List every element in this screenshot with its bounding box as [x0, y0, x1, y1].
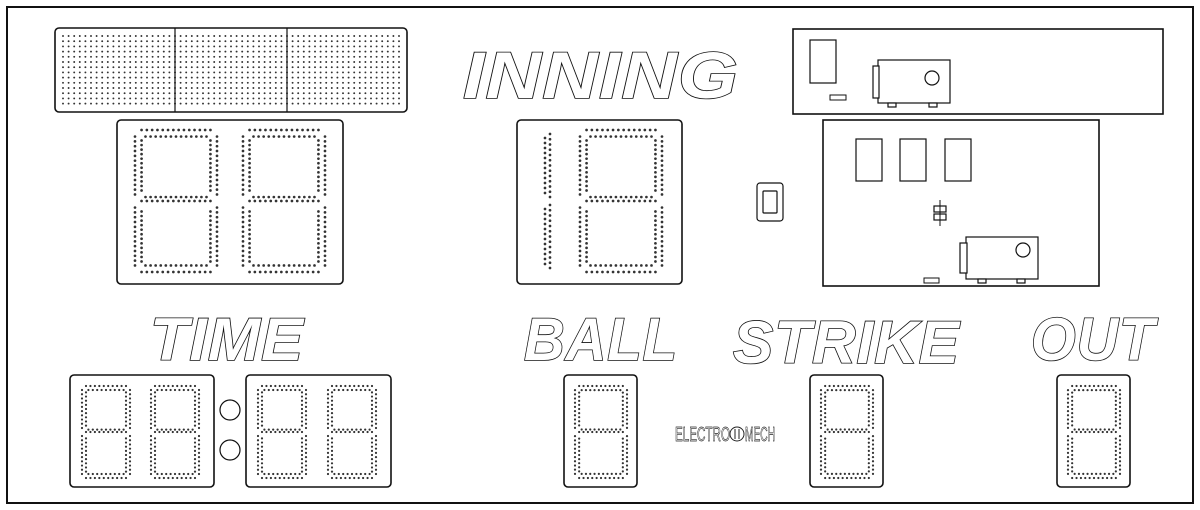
score-left-digit-2	[241, 128, 327, 274]
out-panel	[1056, 374, 1131, 488]
clock-seconds-panel	[245, 374, 392, 488]
strike-panel	[809, 374, 884, 488]
ball-label: BALL	[524, 306, 678, 373]
brand-logo: ELECTRO MECH	[675, 424, 776, 447]
ball-panel	[563, 374, 638, 488]
controller-top-connector	[829, 94, 847, 101]
inning-panel	[516, 119, 683, 285]
inning-digit-tens	[543, 132, 552, 270]
horn-icon	[872, 59, 951, 108]
message-center-panel	[54, 27, 408, 113]
controller-slot-3	[944, 138, 972, 182]
colon-lamp-icon-bottom	[219, 439, 241, 461]
ball-digit	[573, 384, 629, 480]
clock-minutes-tens-digit	[80, 384, 132, 480]
strike-digit	[819, 384, 875, 480]
out-label: OUT	[1031, 306, 1158, 373]
clock-minutes-panel	[69, 374, 215, 488]
svg-text:MECH: MECH	[745, 424, 775, 446]
controller-slot-1	[855, 138, 883, 182]
strike-label: STRIKE	[733, 309, 961, 376]
time-label: TIME	[150, 306, 305, 373]
clock-seconds-ones-digit	[326, 384, 378, 480]
message-center-matrix	[62, 35, 400, 105]
controller-slot-2	[899, 138, 927, 182]
clock-seconds-tens-digit	[256, 384, 308, 480]
out-digit	[1066, 384, 1122, 480]
colon-lamp-icon-top	[219, 399, 241, 421]
score-panel-left	[116, 119, 344, 285]
toggle-switch-icon	[756, 182, 784, 222]
controller-top-panel	[792, 28, 1164, 115]
horn-icon-lower	[959, 236, 1039, 284]
fuse-icon	[933, 200, 947, 226]
inning-digit-ones	[578, 128, 664, 274]
controller-bottom-connector	[923, 277, 940, 284]
controller-top-slot	[809, 39, 837, 84]
clock-minutes-ones-digit	[149, 384, 201, 480]
svg-text:ELECTRO: ELECTRO	[675, 424, 730, 446]
inning-label: INNING	[463, 38, 739, 112]
score-left-digit-1	[133, 128, 219, 274]
